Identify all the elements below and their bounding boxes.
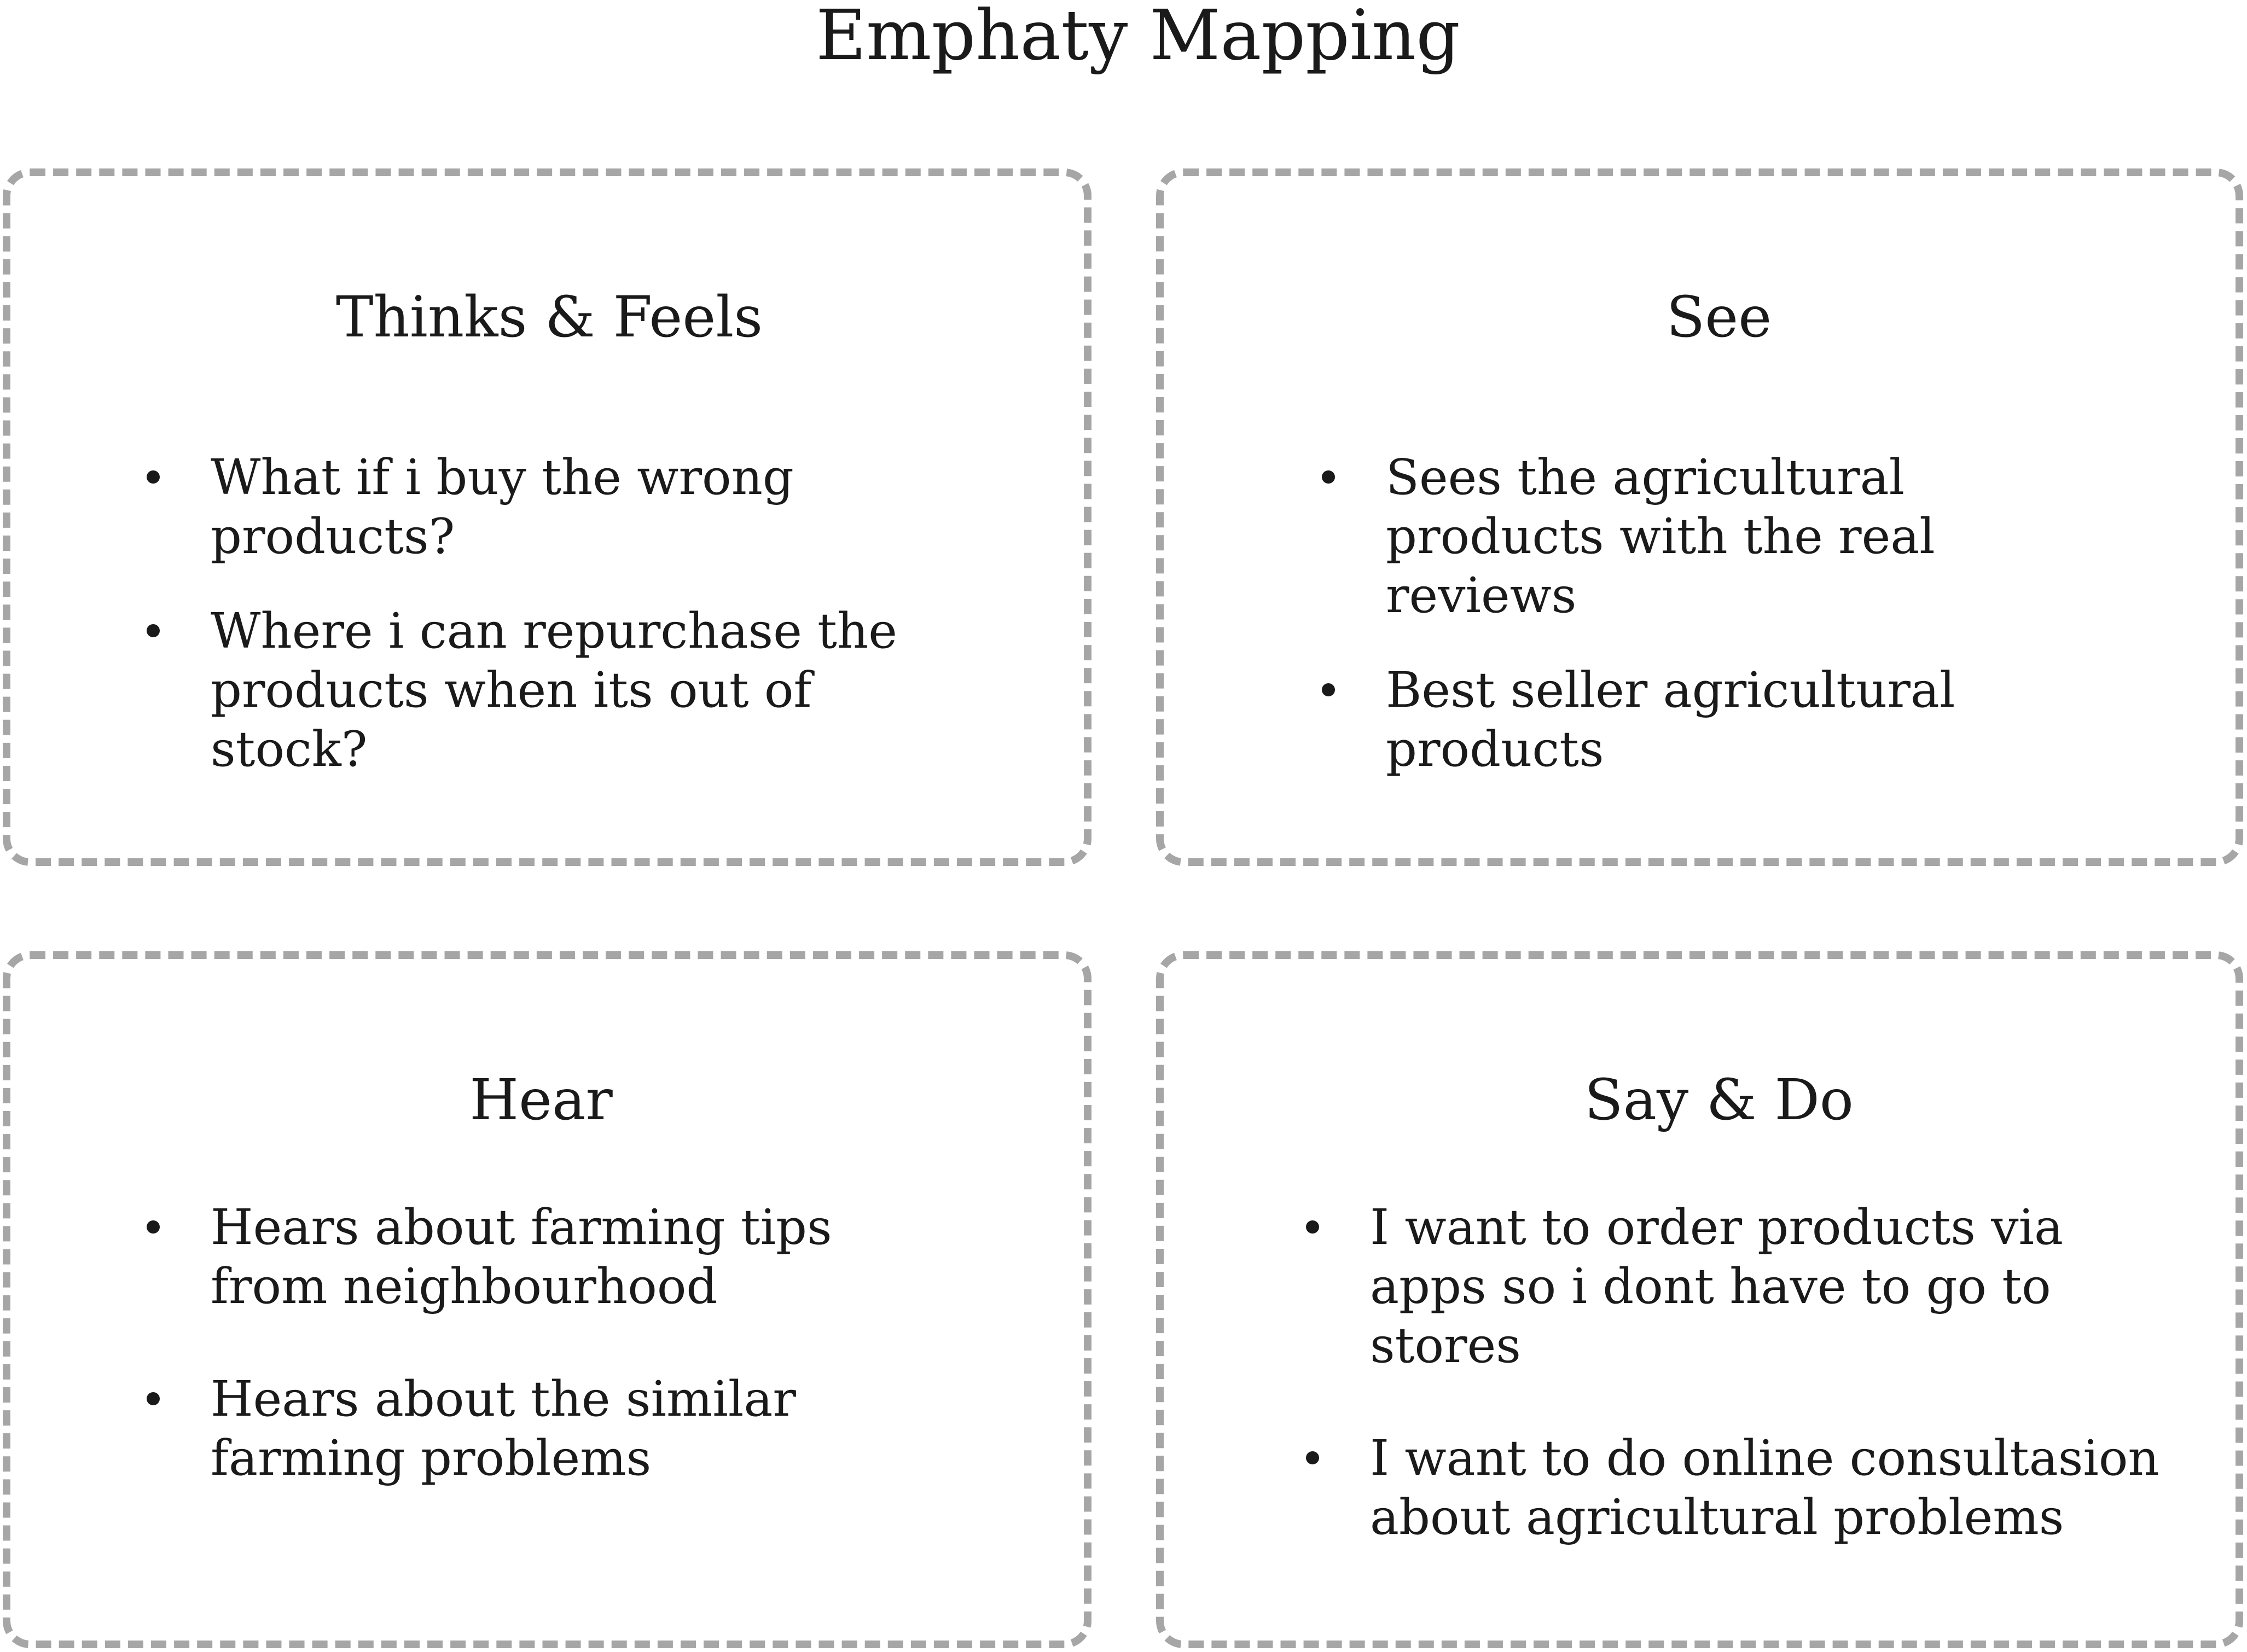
list-item-text: I want to order products via apps so i d…	[1370, 1199, 2064, 1374]
list-item-text: Where i can repurchase the products when…	[211, 602, 897, 777]
bullet-icon	[147, 470, 160, 484]
bullet-icon	[147, 1220, 160, 1234]
list-item: What if i buy the wrong products?	[147, 447, 1004, 566]
list-item: I want to order products via apps so i d…	[1306, 1197, 2169, 1375]
list-item-text: Hears about the similar farming problems	[211, 1370, 796, 1486]
quadrant-list: I want to order products via apps so i d…	[1306, 1197, 2236, 1600]
list-item-text: Hears about farming tips from neighbourh…	[211, 1199, 832, 1314]
list-item-text: I want to do online consultasion about a…	[1370, 1429, 2159, 1545]
list-item: Best seller agricultural products	[1322, 660, 2185, 778]
quadrant-title: Hear	[469, 1067, 613, 1133]
bullet-icon	[1306, 1220, 1319, 1234]
list-item: I want to do online consultasion about a…	[1306, 1428, 2169, 1546]
bullet-icon	[147, 624, 160, 637]
quadrant-see: See Sees the agricultural products with …	[1156, 168, 2243, 866]
quadrant-title: See	[1666, 284, 1772, 350]
page-title: Emphaty Mapping	[816, 0, 1460, 75]
quadrant-list: What if i buy the wrong products? Where …	[147, 447, 1077, 814]
quadrant-title: Say & Do	[1584, 1067, 1854, 1133]
list-item: Hears about farming tips from neighbourh…	[147, 1197, 955, 1316]
list-item-text: What if i buy the wrong products?	[211, 449, 794, 565]
bullet-icon	[1306, 1451, 1319, 1464]
list-item: Sees the agricultural products with the …	[1322, 447, 2108, 625]
quadrant-thinks-feels: Thinks & Feels What if i buy the wrong p…	[3, 168, 1091, 866]
quadrant-hear: Hear Hears about farming tips from neigh…	[3, 951, 1091, 1648]
bullet-icon	[147, 1392, 160, 1405]
bullet-icon	[1322, 683, 1335, 696]
quadrant-list: Hears about farming tips from neighbourh…	[147, 1197, 1077, 1541]
quadrant-title: Thinks & Feels	[335, 284, 763, 350]
list-item: Hears about the similar farming problems	[147, 1369, 1004, 1487]
list-item: Where i can repurchase the products when…	[147, 601, 916, 778]
bullet-icon	[1322, 470, 1335, 484]
list-item-text: Sees the agricultural products with the …	[1386, 449, 1935, 624]
list-item-text: Best seller agricultural products	[1386, 661, 1955, 777]
quadrant-say-do: Say & Do I want to order products via ap…	[1156, 951, 2243, 1648]
quadrant-list: Sees the agricultural products with the …	[1322, 447, 2230, 814]
